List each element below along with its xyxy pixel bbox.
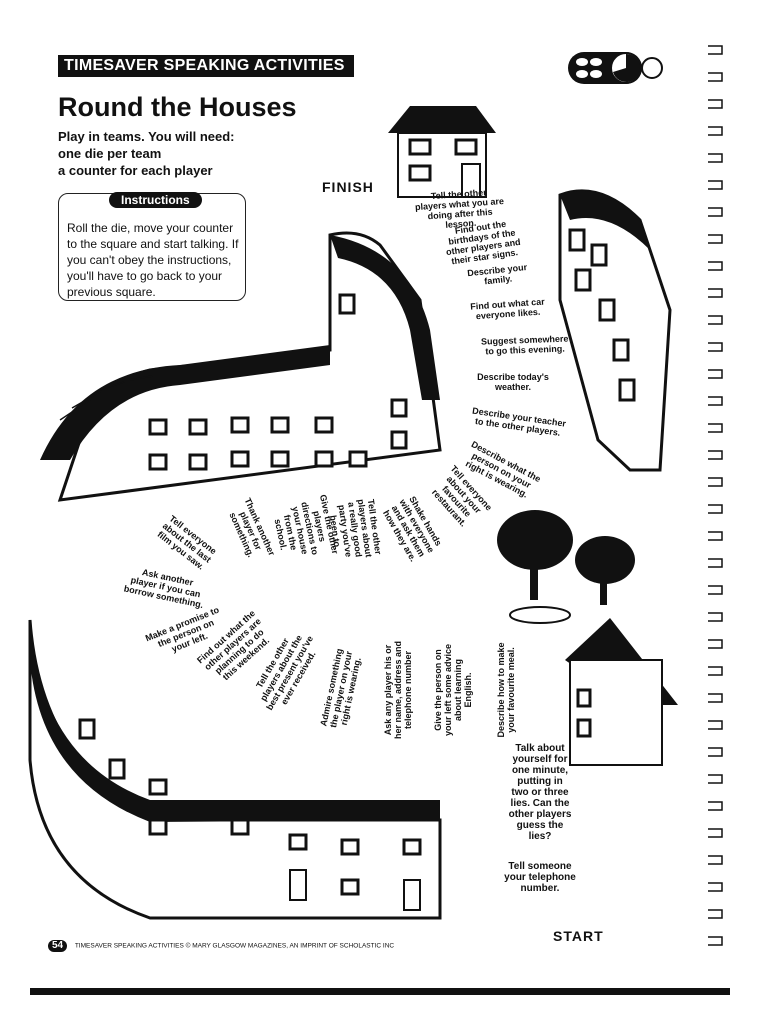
- start-label: START: [553, 928, 604, 944]
- trees-icon: [497, 510, 635, 624]
- spiral-ring: [708, 261, 723, 271]
- board-square-text: Describe your teacherto the other player…: [470, 406, 567, 439]
- spiral-ring: [708, 828, 723, 838]
- house-finish: [388, 106, 496, 198]
- bottom-bar: [30, 988, 730, 995]
- house-start: [565, 618, 678, 766]
- spiral-ring: [708, 774, 723, 784]
- spiral-ring: [708, 288, 723, 298]
- spiral-ring: [708, 855, 723, 865]
- footer: 54 TIMESAVER SPEAKING ACTIVITIES © MARY …: [48, 940, 394, 953]
- spiral-ring: [708, 801, 723, 811]
- spiral-ring: [708, 639, 723, 649]
- instructions-heading: Instructions: [109, 192, 202, 208]
- spiral-ring: [708, 477, 723, 487]
- spiral-ring: [708, 207, 723, 217]
- spiral-ring: [708, 666, 723, 676]
- board-square-text: Ask any player his orher name, address a…: [383, 641, 413, 739]
- house-row-curve: [40, 231, 442, 502]
- board-square-text: Give the person onyour left some advicea…: [433, 644, 473, 736]
- spiral-ring: [708, 693, 723, 703]
- spiral-ring: [708, 936, 723, 946]
- intro-line: one die per team: [58, 146, 162, 161]
- board-square-text: Ask anotherplayer if you canborrow somet…: [123, 564, 208, 610]
- spiral-ring: [708, 558, 723, 568]
- house-row-bottom: [28, 619, 442, 920]
- timer-logo-icon: [568, 52, 663, 84]
- spiral-ring: [708, 369, 723, 379]
- intro-text: Play in teams. You will need: one die pe…: [58, 128, 235, 179]
- spiral-ring: [708, 99, 723, 109]
- spiral-ring: [708, 423, 723, 433]
- spiral-binding: [708, 45, 723, 946]
- spiral-ring: [708, 585, 723, 595]
- instructions-box: Instructions Roll the die, move your cou…: [58, 192, 246, 301]
- instructions-text: Roll the die, move your counter to the s…: [67, 221, 239, 299]
- finish-label: FINISH: [322, 179, 374, 195]
- spiral-ring: [708, 504, 723, 514]
- board-square-text: Describe yourfamily.: [467, 262, 529, 288]
- spiral-ring: [708, 153, 723, 163]
- spiral-ring: [708, 720, 723, 730]
- spiral-ring: [708, 450, 723, 460]
- house-row-top-right: [558, 189, 672, 472]
- spiral-ring: [708, 126, 723, 136]
- board-square-text: Find out what careveryone likes.: [470, 296, 546, 321]
- page-title: Round the Houses: [58, 92, 297, 122]
- board-square-text: Tell everyoneabout the lastfilm you saw.: [155, 513, 219, 573]
- spiral-ring: [708, 612, 723, 622]
- intro-line: Play in teams. You will need:: [58, 129, 235, 144]
- spiral-ring: [708, 72, 723, 82]
- board-square-text: Shake handswith everyoneand ask themhow …: [380, 492, 445, 565]
- spiral-ring: [708, 45, 723, 55]
- spiral-ring: [708, 531, 723, 541]
- page-number: 54: [48, 940, 68, 952]
- spiral-ring: [708, 909, 723, 919]
- board-square-text: Suggest somewhereto go this evening.: [481, 334, 569, 357]
- spiral-ring: [708, 396, 723, 406]
- board-square-text: Describe how to makeyour favourite meal.: [496, 642, 516, 737]
- board-square-text: Thank anotherplayer forsomething.: [225, 496, 278, 565]
- board-square-text: Give the otherplayersdirections toyour h…: [270, 494, 341, 566]
- spiral-ring: [708, 234, 723, 244]
- spiral-ring: [708, 747, 723, 757]
- board-square-text: Tell the otherplayers abouta really good…: [326, 497, 383, 562]
- board-square-text: Admire somethingthe player on yourright …: [318, 648, 364, 731]
- intro-line: a counter for each player: [58, 163, 213, 178]
- spiral-ring: [708, 180, 723, 190]
- spiral-ring: [708, 882, 723, 892]
- spiral-ring: [708, 342, 723, 352]
- series-banner: TIMESAVER SPEAKING ACTIVITIES: [58, 55, 354, 77]
- footer-copyright: TIMESAVER SPEAKING ACTIVITIES © MARY GLA…: [74, 942, 395, 950]
- spiral-ring: [708, 315, 723, 325]
- board-square-text: Tell the otherplayers what you aredoing …: [414, 186, 506, 232]
